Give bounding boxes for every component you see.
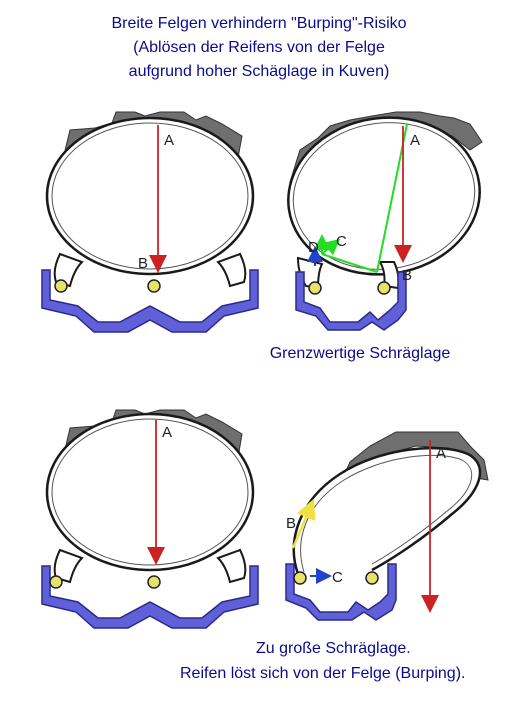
label-a: A	[436, 445, 446, 462]
label-c: C	[336, 233, 347, 250]
label-b: B	[286, 515, 296, 532]
tread-blocks	[338, 431, 489, 486]
tire-carcass	[45, 116, 255, 276]
label-a: A	[410, 132, 420, 149]
bead-left	[49, 575, 63, 589]
panel-3-wide-rim: A	[41, 409, 259, 629]
label-b: B	[402, 267, 412, 284]
bead-right	[147, 575, 161, 589]
caption-too-much-line-2: Reifen löst sich von der Felge (Burping)…	[180, 665, 466, 682]
caption-too-much-line-1: Zu große Schräglage.	[256, 640, 411, 657]
label-c: C	[332, 569, 343, 586]
bead-right	[377, 281, 391, 295]
title-line-3: aufgrund hoher Schäglage in Kuven)	[128, 63, 390, 80]
caption-borderline: Grenzwertige Schräglage	[269, 345, 451, 362]
force-line-green	[376, 123, 408, 273]
bead-right	[147, 279, 161, 293]
panel-1-wide-rim: A B	[41, 111, 259, 333]
force-line-green-base	[321, 253, 378, 273]
bead-right	[365, 571, 379, 585]
title-line-1: Breite Felgen verhindern "Burping"-Risik…	[111, 15, 407, 32]
rim	[41, 269, 259, 333]
rim	[285, 563, 397, 621]
tire-carcass	[45, 412, 255, 572]
diagram-title: Breite Felgen verhindern "Burping"-Risik…	[0, 12, 518, 84]
rim	[41, 565, 259, 629]
panel-4-burping: A B C	[285, 431, 489, 621]
force-arrow-b	[291, 498, 316, 549]
force-arrow-c	[321, 238, 341, 256]
bead-left	[308, 281, 322, 295]
label-a: A	[164, 132, 174, 149]
label-d: D	[308, 239, 319, 256]
panel-2-borderline: A B C D	[287, 111, 483, 331]
label-b: B	[138, 255, 148, 272]
title-line-2: (Ablösen der Reifens von der Felge	[133, 39, 385, 56]
label-a: A	[162, 424, 172, 441]
rim	[295, 271, 407, 331]
bead-left	[293, 571, 307, 585]
bead-left	[54, 279, 68, 293]
